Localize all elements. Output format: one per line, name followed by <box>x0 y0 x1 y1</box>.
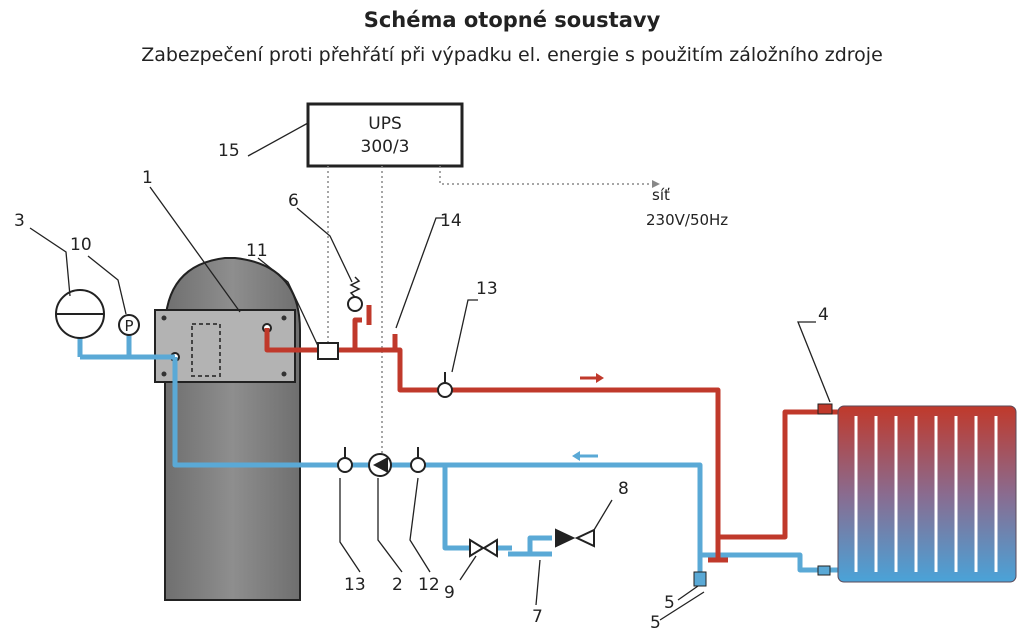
ups-label: UPS <box>368 114 402 134</box>
fill-valve <box>555 528 576 548</box>
thermometer-pump-outlet <box>410 457 426 473</box>
label-5-upper: 5 <box>664 593 675 613</box>
radiator <box>837 405 1017 583</box>
label-12: 12 <box>418 575 440 595</box>
drain-valve <box>469 538 485 558</box>
balancing-valve <box>693 571 707 587</box>
label-11: 11 <box>246 241 268 261</box>
label-10: 10 <box>70 235 92 255</box>
thermometer-flow <box>437 382 453 398</box>
label-13-return: 13 <box>344 575 366 595</box>
label-13-flow: 13 <box>476 279 498 299</box>
label-8: 8 <box>618 479 629 499</box>
pressure-gauge-label: P <box>124 317 133 335</box>
ups-model: 300/3 <box>361 137 410 157</box>
diagram-subtitle: Zabezpečení proti přehřátí při výpadku e… <box>141 44 883 66</box>
pressure-gauge <box>118 314 140 336</box>
safety-valve <box>347 296 363 312</box>
label-15: 15 <box>218 141 240 161</box>
boiler-panel <box>154 309 296 383</box>
label-4: 4 <box>818 305 829 325</box>
boiler-panel-screen <box>191 323 221 377</box>
label-6: 6 <box>288 191 299 211</box>
diagram-title: Schéma otopné soustavy <box>363 8 661 32</box>
label-9: 9 <box>444 583 455 603</box>
label-14: 14 <box>440 211 462 231</box>
mains-label: síť <box>652 186 670 204</box>
flow-pipes <box>264 305 838 563</box>
label-3: 3 <box>14 211 25 231</box>
mains-voltage: 230V/50Hz <box>646 211 728 229</box>
ups-box <box>306 102 464 168</box>
label-5-lower: 5 <box>650 613 661 633</box>
label-2: 2 <box>392 575 403 595</box>
thermo-valve <box>317 342 339 360</box>
label-7: 7 <box>532 607 543 627</box>
thermometer-return <box>337 457 353 473</box>
label-1: 1 <box>142 168 153 188</box>
